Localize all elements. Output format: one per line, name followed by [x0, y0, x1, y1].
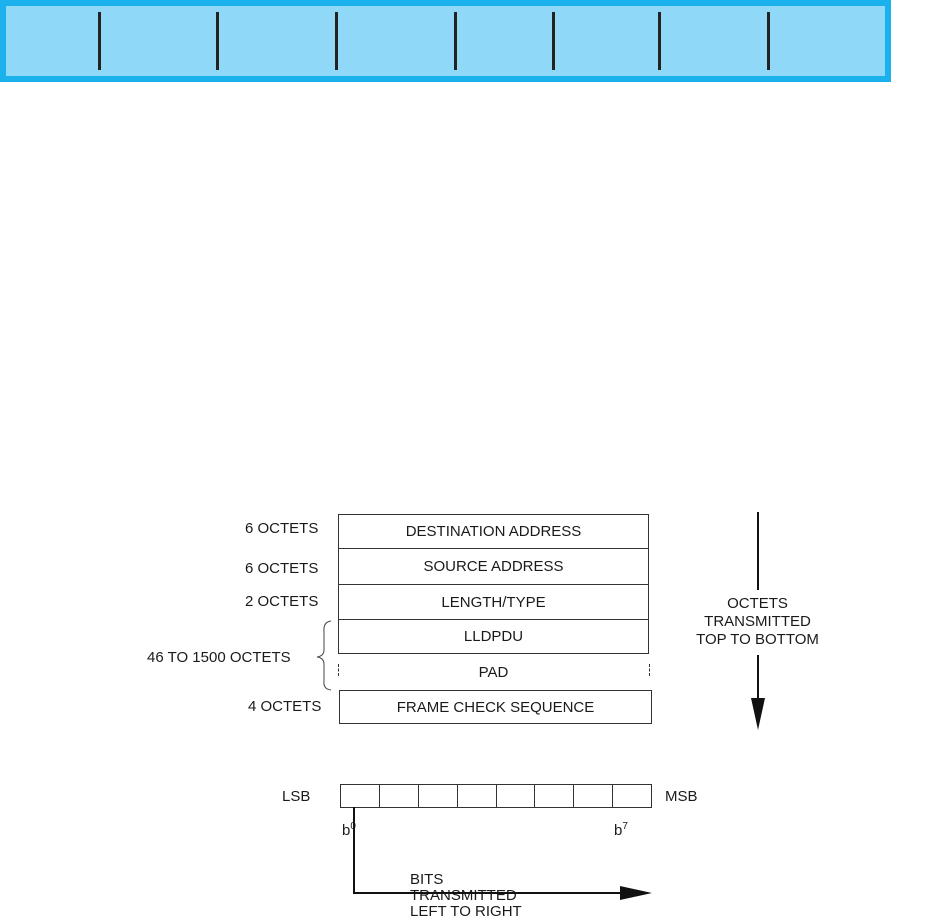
bar-divider [216, 12, 219, 70]
field-lldpdu: LLDPDU [338, 620, 649, 654]
bar-divider [98, 12, 101, 70]
b7-label: b7 [614, 821, 628, 839]
size-label-fcs: 4 OCTETS [248, 698, 322, 715]
octet-order-line1: OCTETS [727, 595, 788, 612]
bit-cell [497, 785, 536, 807]
bit-order-line2: TRANSMITTED [410, 887, 517, 904]
octet-order-line2: TRANSMITTED [704, 613, 811, 630]
bit-cell [574, 785, 614, 807]
brace-label: 46 TO 1500 OCTETS [147, 649, 291, 666]
bit-cell [458, 785, 497, 807]
bit-arrow-line [353, 807, 625, 894]
bit-row [340, 784, 652, 808]
bit-cell [419, 785, 458, 807]
bar-divider [454, 12, 457, 70]
bar-divider [767, 12, 770, 70]
octet-order-line3: TOP TO BOTTOM [696, 631, 819, 648]
octet-order-note: OCTETS TRANSMITTED TOP TO BOTTOM [690, 595, 825, 649]
field-length-type: LENGTH/TYPE [338, 585, 649, 620]
field-source-address: SOURCE ADDRESS [338, 549, 649, 585]
field-destination-address: DESTINATION ADDRESS [338, 514, 649, 549]
field-frame-check-sequence: FRAME CHECK SEQUENCE [339, 690, 652, 724]
octet-arrow-head [751, 698, 765, 730]
msb-label: MSB [665, 788, 698, 805]
size-label-length-type: 2 OCTETS [245, 593, 319, 610]
bar-divider [552, 12, 555, 70]
top-color-bar [0, 0, 891, 82]
bit-arrow-head [620, 886, 652, 900]
bar-divider [335, 12, 338, 70]
bit-cell [341, 785, 380, 807]
field-pad: PAD [338, 657, 649, 687]
bit-cell [380, 785, 419, 807]
brace-shape [316, 620, 332, 691]
bit-order-line1: BITS [410, 871, 444, 888]
bit-cell [535, 785, 575, 807]
bit-order-note: BITS TRANSMITTED LEFT TO RIGHT [410, 872, 522, 920]
bit-order-line3: LEFT TO RIGHT [410, 903, 522, 920]
pad-tick-right [649, 664, 650, 676]
bar-divider [658, 12, 661, 70]
size-label-source: 6 OCTETS [245, 560, 319, 577]
pad-tick-left [338, 664, 339, 676]
size-label-destination: 6 OCTETS [245, 520, 319, 537]
lsb-label: LSB [282, 788, 311, 805]
